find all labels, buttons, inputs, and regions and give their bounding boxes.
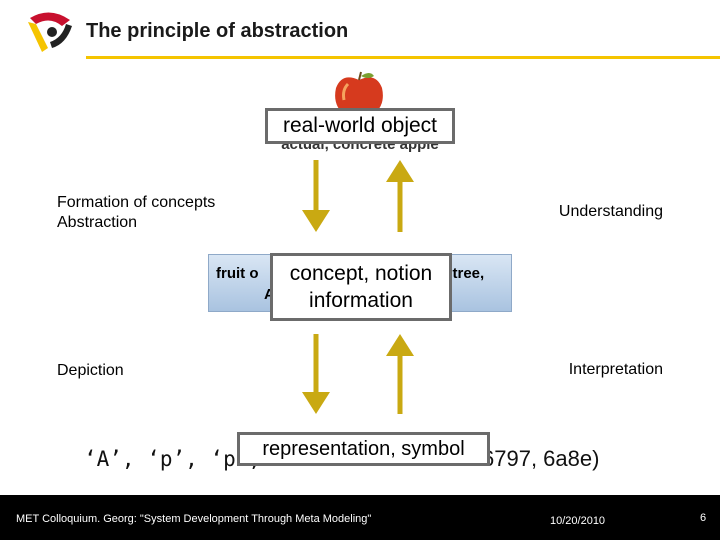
- understanding-label: Understanding: [558, 203, 663, 220]
- footer-bar: [0, 495, 720, 540]
- real-world-object-box: real-world object: [265, 108, 455, 144]
- formation-label-line2: Abstraction: [57, 214, 138, 231]
- footer-date: 10/20/2010: [550, 515, 606, 527]
- representation-hex: 6797, 6a8e): [482, 446, 600, 471]
- formation-label-line1: Formation of concepts: [57, 194, 216, 211]
- page-number: 6: [700, 512, 707, 524]
- arrow-down-icon: [302, 392, 330, 414]
- band-text-left: fruit o: [216, 265, 259, 282]
- title-rule: [86, 56, 720, 59]
- arrow-down-icon: [302, 210, 330, 232]
- footer-title: MET Colloquium. Georg: "System Developme…: [16, 513, 372, 525]
- apple-icon: [335, 71, 383, 118]
- arrow-up-icon: [386, 160, 414, 182]
- arrow-up-icon: [386, 334, 414, 356]
- concept-notion-box: concept, notion information: [270, 253, 452, 321]
- band-text-left-2: A: [264, 286, 275, 303]
- concept-box-line2: information: [309, 289, 413, 312]
- concept-box-line1: concept, notion: [289, 262, 433, 285]
- interpretation-label: Interpretation: [568, 361, 663, 378]
- slide-title: The principle of abstraction: [86, 20, 349, 42]
- formation-of-concepts-label: Formation of concepts Abstraction: [57, 193, 215, 233]
- university-logo-icon: [28, 12, 72, 52]
- representation-symbol-box: representation, symbol: [237, 432, 490, 466]
- depiction-label: Depiction: [57, 362, 124, 379]
